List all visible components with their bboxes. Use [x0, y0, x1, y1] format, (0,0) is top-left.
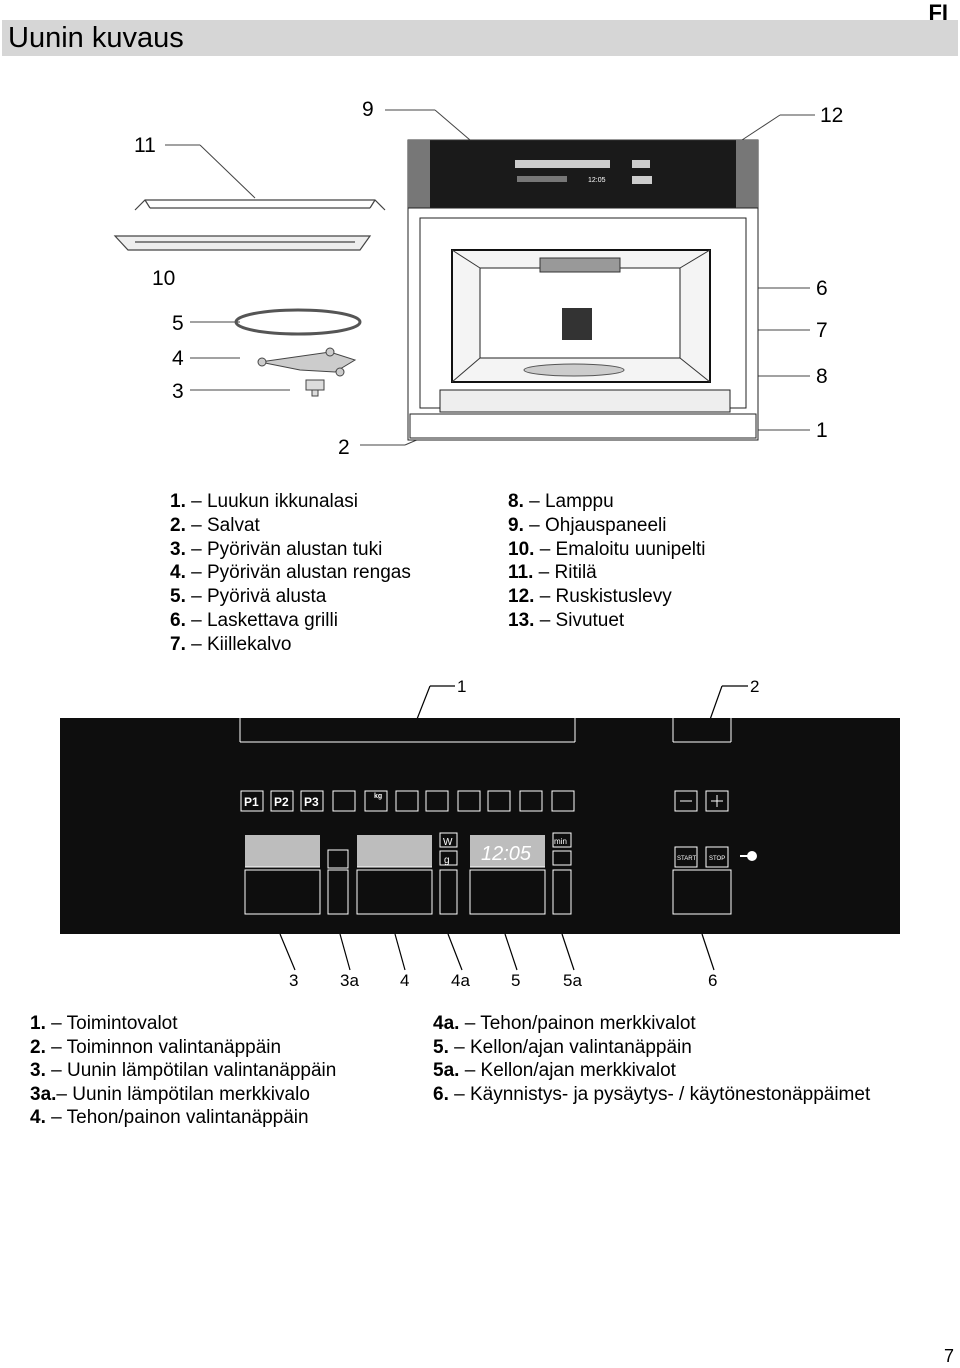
list-item: 4a. – Tehon/painon merkkivalot	[433, 1013, 696, 1034]
callout-3: 3	[172, 380, 184, 403]
controls-list-left: 1. – Toimintovalot 2. – Toiminnon valint…	[30, 1012, 336, 1130]
svg-text:kg: kg	[374, 793, 382, 800]
panel-callout-1: 1	[457, 677, 466, 696]
panel-callout-5: 5	[511, 971, 520, 990]
svg-text:P2: P2	[274, 795, 289, 809]
svg-text:P3: P3	[304, 795, 319, 809]
list-item: 2. – Salvat	[170, 514, 260, 536]
list-item: 6. – Käynnistys- ja pysäytys- / käytönes…	[433, 1083, 871, 1105]
panel-callout-4a: 4a	[451, 971, 470, 990]
list-item: 5. – Kellon/ajan valintanäppäin	[433, 1036, 692, 1058]
list-item: 8. – Lamppu	[508, 491, 614, 512]
turntable-support	[305, 379, 325, 397]
weight-unit-label: g	[444, 855, 450, 866]
start-stop-keys: START STOP	[674, 846, 757, 868]
callout-8: 8	[816, 365, 828, 388]
callout-4: 4	[172, 347, 184, 370]
panel-callout-6: 6	[708, 971, 717, 990]
turntable-plate	[234, 308, 362, 336]
list-item: 7. – Kiillekalvo	[170, 633, 292, 655]
control-panel-diagram: 1 2 P1 P2 P3 kg W g 12:05 min	[60, 677, 900, 990]
list-item: 3. – Uunin lämpötilan valintanäppäin	[30, 1060, 337, 1081]
list-item: 10. – Emaloitu uunipelti	[508, 538, 706, 560]
list-item: 4. – Pyörivän alustan rengas	[170, 562, 411, 584]
power-unit-label: W	[443, 837, 453, 848]
list-item: 11. – Ritilä	[508, 562, 597, 584]
parts-list-left: 1. – Luukun ikkunalasi 2. – Salvat 3. – …	[170, 490, 411, 657]
list-item: 1. – Toimintovalot	[30, 1013, 178, 1034]
plus-minus-keys	[674, 790, 729, 812]
minute-unit-label: min	[554, 837, 567, 846]
controls-list-right: 4a. – Tehon/painon merkkivalot 5. – Kell…	[433, 1012, 870, 1106]
callout-2: 2	[338, 436, 350, 459]
callout-9: 9	[362, 98, 374, 121]
list-item: 9. – Ohjauspaneeli	[508, 514, 667, 536]
oven-parts-diagram: 12:05 9 11 12 10 5 4 3 6 7 8 1 2	[113, 98, 843, 459]
list-item: 6. – Laskettava grilli	[170, 609, 338, 631]
panel-callout-3: 3	[289, 971, 298, 990]
page-number: 7	[943, 1346, 954, 1366]
list-item: 1. – Luukun ikkunalasi	[170, 491, 359, 512]
clock-display-time: 12:05	[481, 843, 532, 865]
panel-callout-4: 4	[400, 971, 409, 990]
svg-text:STOP: STOP	[709, 856, 725, 862]
callout-11: 11	[134, 134, 156, 157]
panel-callout-5a: 5a	[563, 971, 582, 990]
page-title: Uunin kuvaus	[8, 22, 184, 54]
list-item: 5. – Pyörivä alusta	[170, 586, 327, 608]
clock-display	[470, 835, 545, 867]
power-weight-display	[357, 835, 432, 867]
callout-6: 6	[816, 277, 828, 300]
enamel-tray	[113, 235, 372, 251]
panel-callout-2: 2	[750, 677, 759, 696]
list-item: 13. – Sivutuet	[508, 609, 625, 631]
oven-body: 12:05	[407, 139, 759, 441]
language-code: FI	[928, 0, 948, 25]
svg-text:12:05: 12:05	[588, 177, 606, 184]
list-item: 3a.– Uunin lämpötilan merkkivalo	[30, 1083, 310, 1105]
list-item: 12. – Ruskistuslevy	[508, 586, 672, 608]
svg-text:P1: P1	[244, 795, 259, 809]
turntable-roller-ring	[257, 347, 357, 377]
list-item: 5a. – Kellon/ajan merkkivalot	[433, 1060, 676, 1081]
callout-7: 7	[816, 319, 828, 342]
wire-rack	[134, 199, 386, 211]
function-keys: P1 P2 P3 kg	[240, 790, 575, 812]
panel-callout-3a: 3a	[340, 971, 359, 990]
callout-10: 10	[152, 267, 175, 290]
temperature-indicator	[327, 849, 349, 869]
temperature-display	[245, 835, 320, 867]
list-item: 3. – Pyörivän alustan tuki	[170, 538, 383, 560]
list-item: 4. – Tehon/painon valintanäppäin	[30, 1107, 309, 1128]
callout-5: 5	[172, 312, 184, 335]
parts-list-right: 8. – Lamppu 9. – Ohjauspaneeli 10. – Ema…	[508, 490, 706, 633]
svg-text:START: START	[677, 856, 696, 862]
list-item: 2. – Toiminnon valintanäppäin	[30, 1036, 282, 1058]
panel-background	[60, 718, 900, 934]
callout-12: 12	[820, 104, 843, 127]
callout-1: 1	[816, 419, 828, 442]
section-title-bar: Uunin kuvaus	[2, 20, 958, 56]
